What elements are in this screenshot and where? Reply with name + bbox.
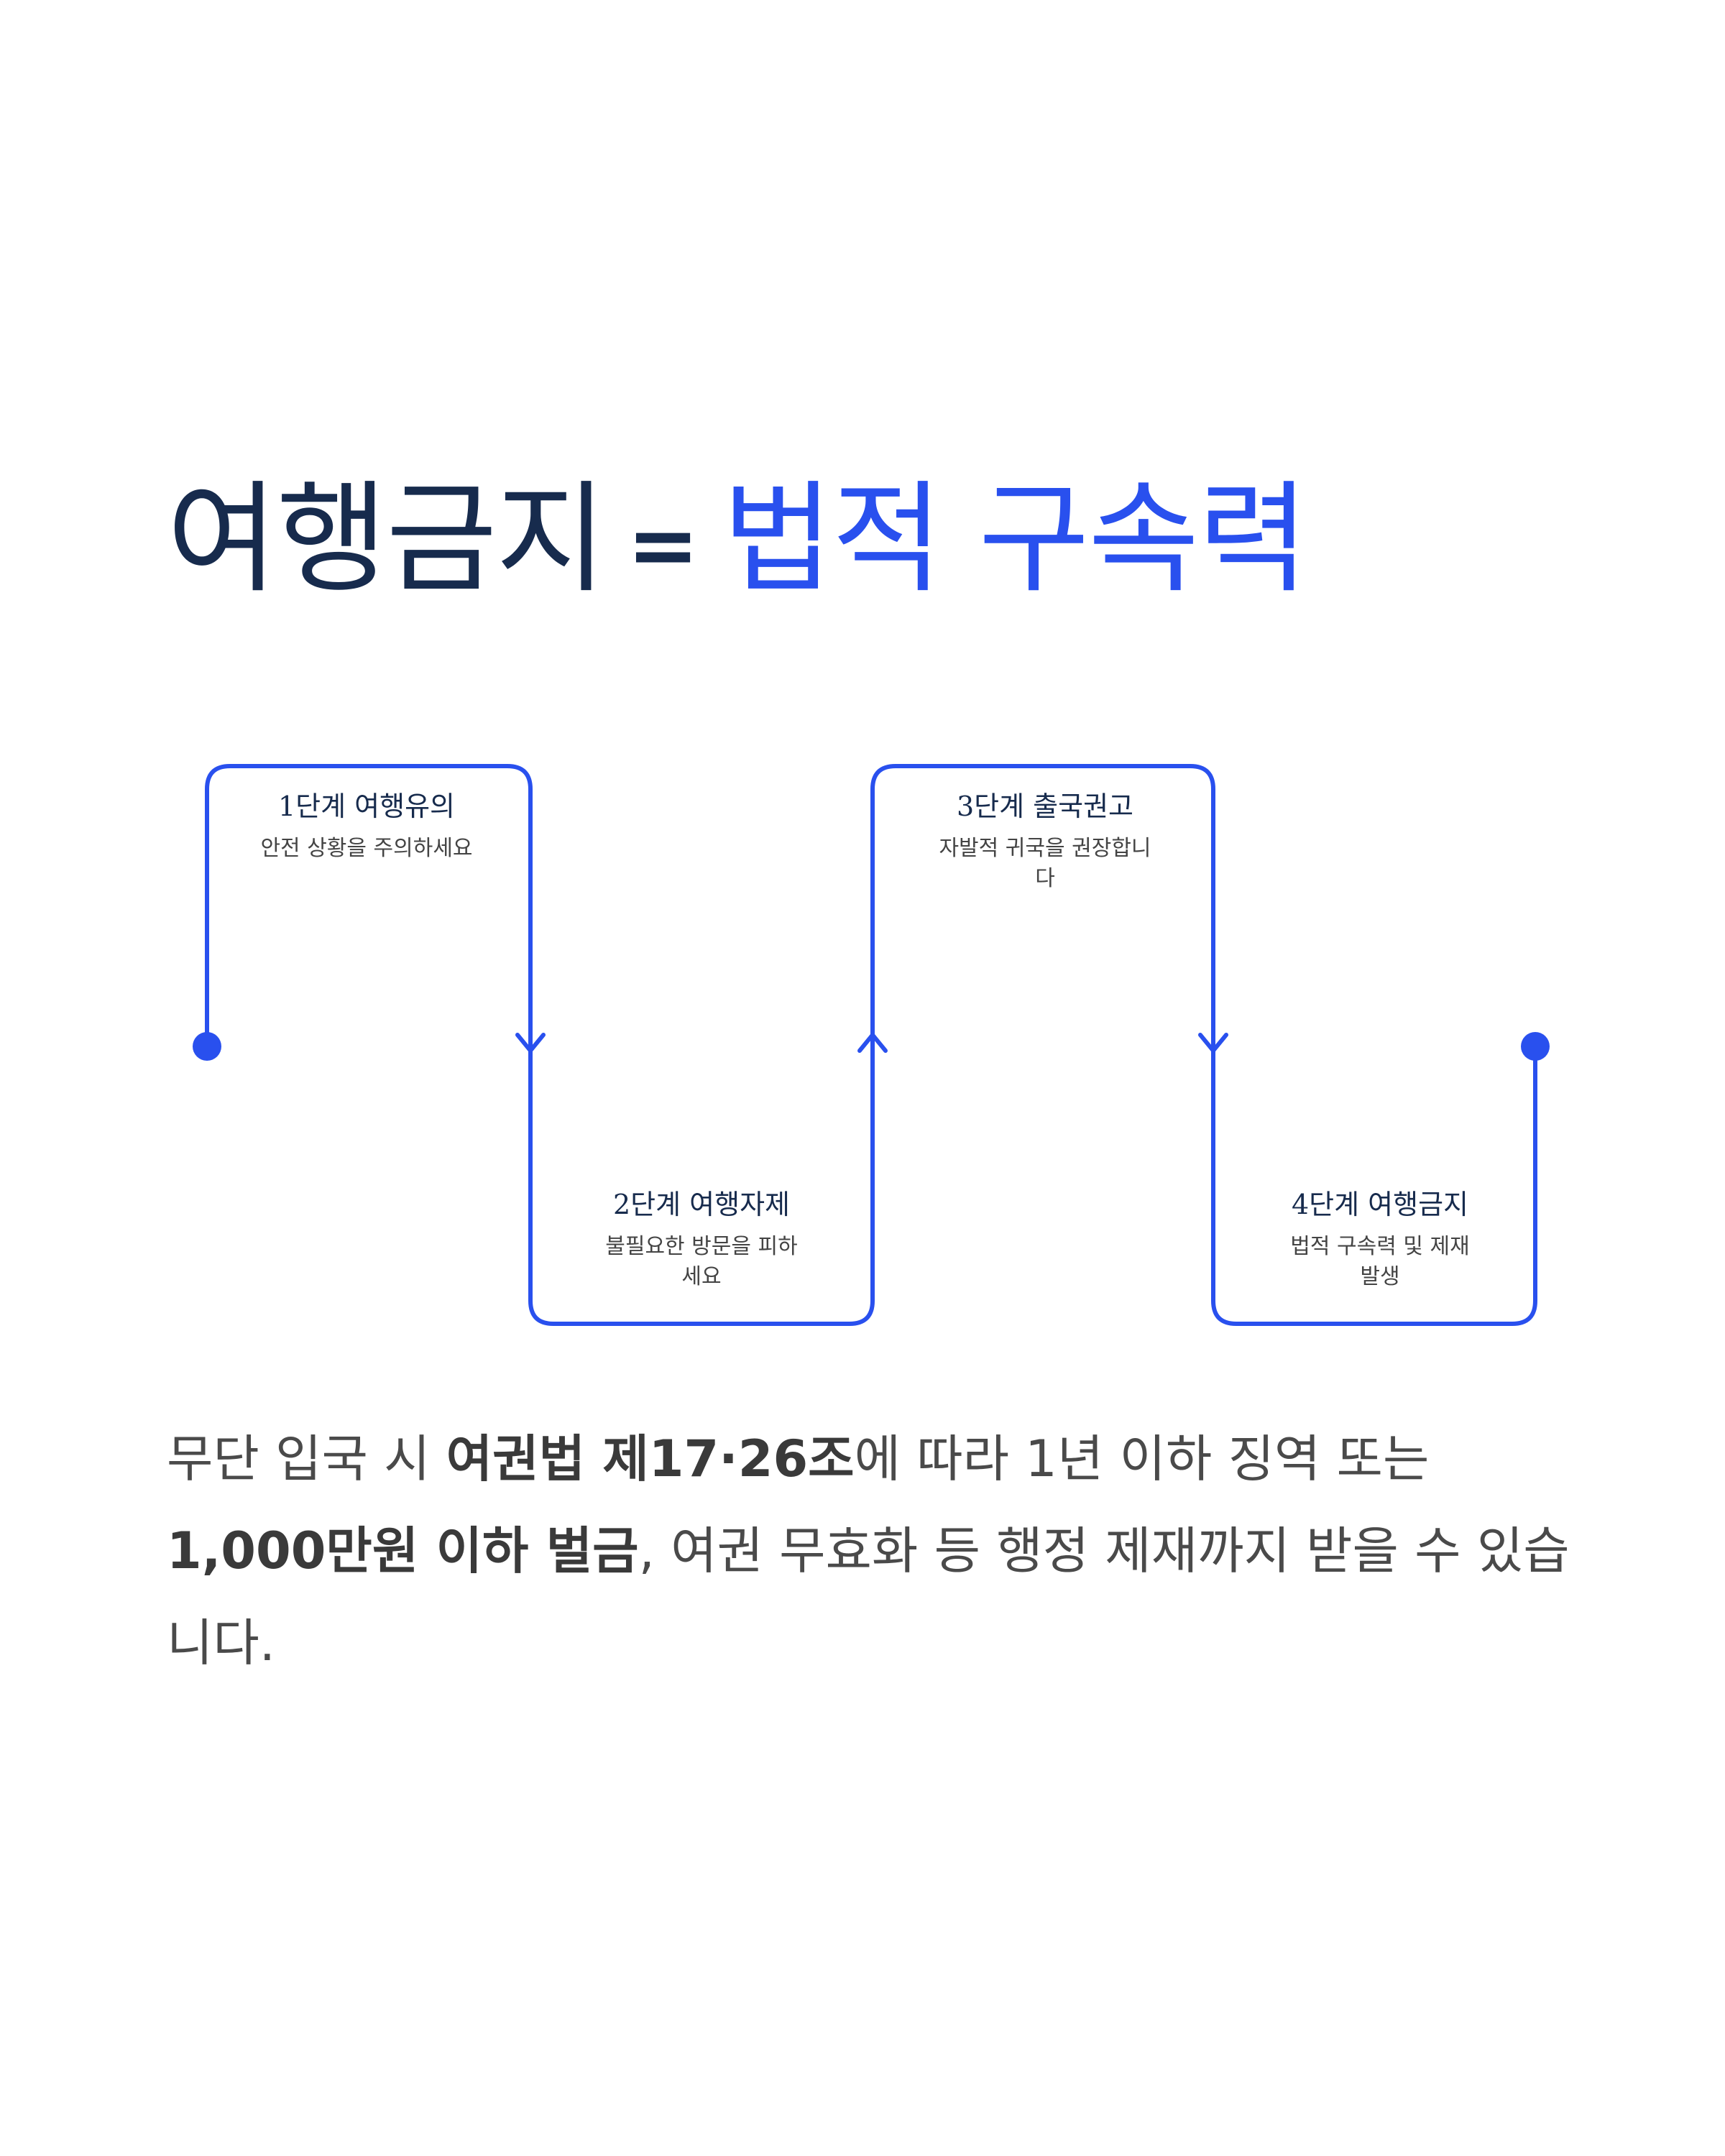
body-text-part: 에 따라 1년 이하 징역 또는 bbox=[854, 1429, 1430, 1488]
flow-line bbox=[205, 764, 1537, 1326]
step-description: 불필요한 방문을 피하세요 bbox=[605, 1234, 798, 1289]
step-title: 2단계 여행자제 bbox=[612, 1189, 791, 1220]
step-3: 3단계 출국권고 자발적 귀국을 권장합니다 bbox=[894, 788, 1196, 894]
page-title: 여행금지=법적 구속력 bbox=[167, 460, 1309, 625]
step-description: 자발적 귀국을 권장합니다 bbox=[939, 836, 1151, 891]
arrow-up-icon bbox=[857, 1033, 888, 1053]
title-main: 여행금지 bbox=[167, 469, 607, 609]
step-1: 1단계 여행유의 안전 상황을 주의하세요 bbox=[216, 788, 518, 864]
body-bold-law: 여권법 제17·26조 bbox=[446, 1429, 855, 1488]
step-description: 안전 상황을 주의하세요 bbox=[260, 836, 473, 861]
arrow-down-icon bbox=[1198, 1033, 1228, 1053]
step-description: 법적 구속력 및 제재 발생 bbox=[1290, 1234, 1470, 1289]
step-title: 1단계 여행유의 bbox=[277, 791, 456, 822]
step-4: 4단계 여행금지 법적 구속력 및 제재 발생 bbox=[1229, 1186, 1531, 1292]
body-text-part: , 여권 무효화 등 행정 제재까지 받을 수 있습니다. bbox=[167, 1521, 1570, 1672]
step-2: 2단계 여행자제 불필요한 방문을 피하세요 bbox=[551, 1186, 852, 1292]
arrow-down-icon bbox=[515, 1033, 546, 1053]
step-title: 4단계 여행금지 bbox=[1291, 1189, 1469, 1220]
body-bold-fine: 1,000만원 이하 벌금 bbox=[167, 1521, 639, 1580]
body-text-part: 무단 입국 시 bbox=[167, 1429, 446, 1488]
title-accent: 법적 구속력 bbox=[722, 469, 1309, 609]
body-paragraph: 무단 입국 시 여권법 제17·26조에 따라 1년 이하 징역 또는 1,00… bbox=[167, 1413, 1604, 1689]
flow-start-dot bbox=[193, 1032, 221, 1061]
title-equals: = bbox=[627, 496, 699, 596]
step-title: 3단계 출국권고 bbox=[956, 791, 1134, 822]
flow-end-dot bbox=[1521, 1032, 1550, 1061]
